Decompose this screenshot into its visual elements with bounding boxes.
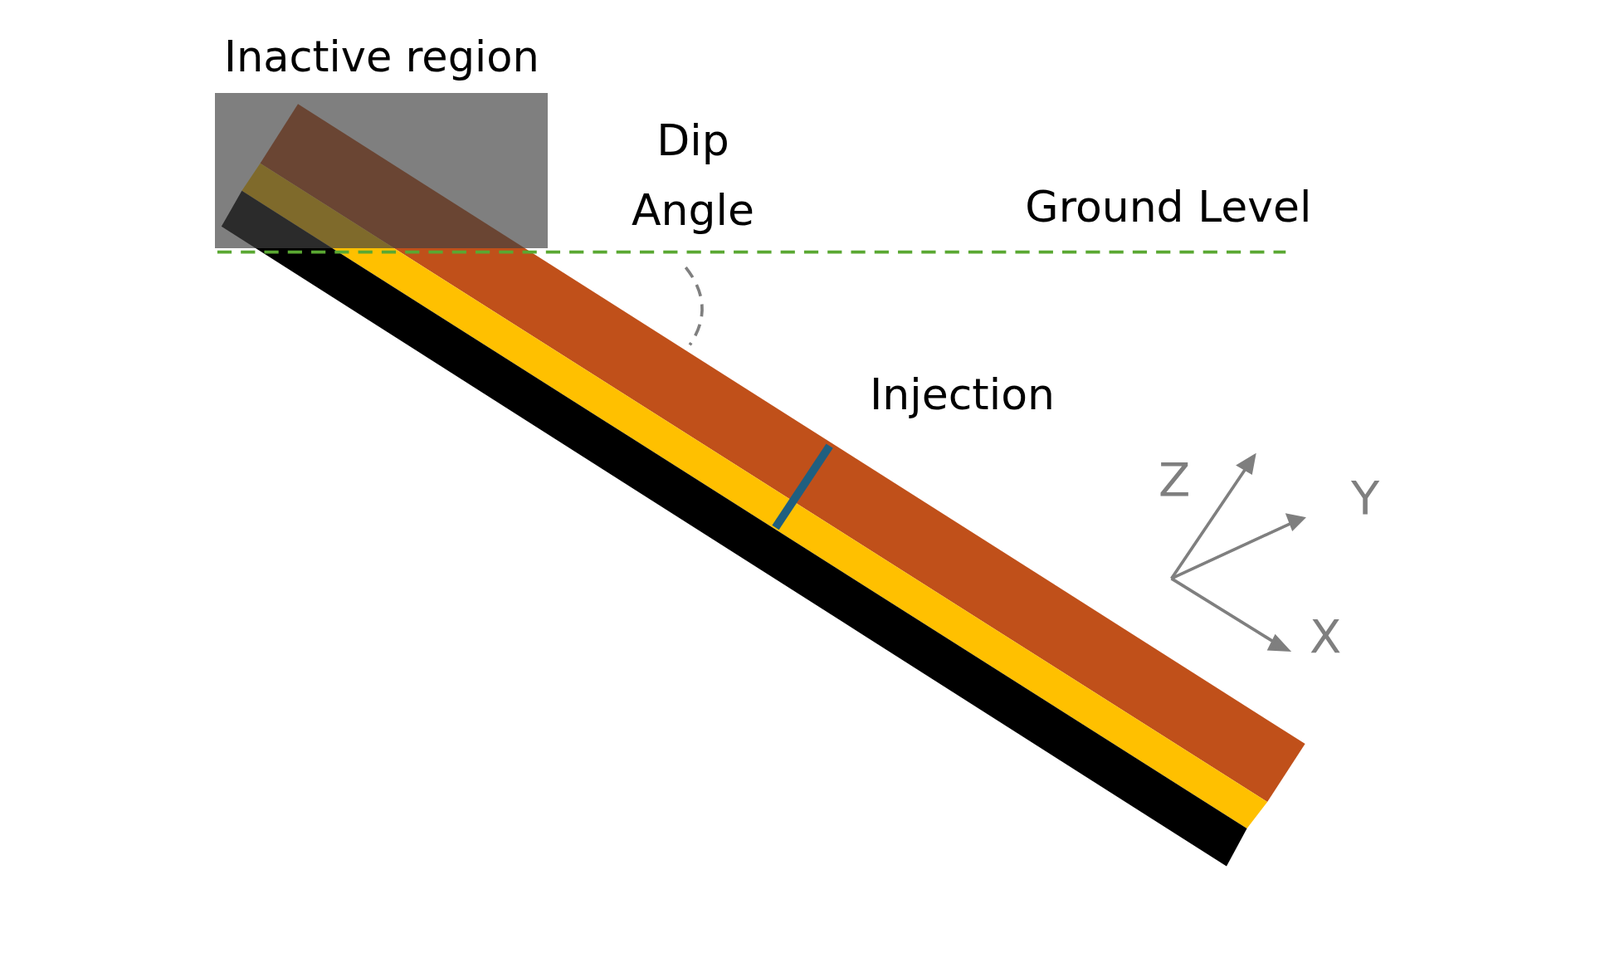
region-heading: Inactive region xyxy=(224,32,540,82)
base-layer xyxy=(221,190,1248,867)
inactive-region-box: Inactive region xyxy=(214,92,548,249)
ground-level-line xyxy=(217,250,1286,254)
reservoir-layer xyxy=(241,163,1268,829)
axis-triad xyxy=(1171,455,1304,650)
axis-label: X xyxy=(1309,607,1342,666)
dip-angle-arc xyxy=(685,267,703,345)
ground-level-label: Ground Level xyxy=(1024,180,1312,235)
dip-angle-label: Dip Angle xyxy=(609,105,776,245)
axis-label: Y xyxy=(1351,468,1380,527)
injection-label: Injection xyxy=(869,367,1055,422)
axis-label: Z xyxy=(1158,450,1191,509)
injection-well xyxy=(775,445,830,527)
